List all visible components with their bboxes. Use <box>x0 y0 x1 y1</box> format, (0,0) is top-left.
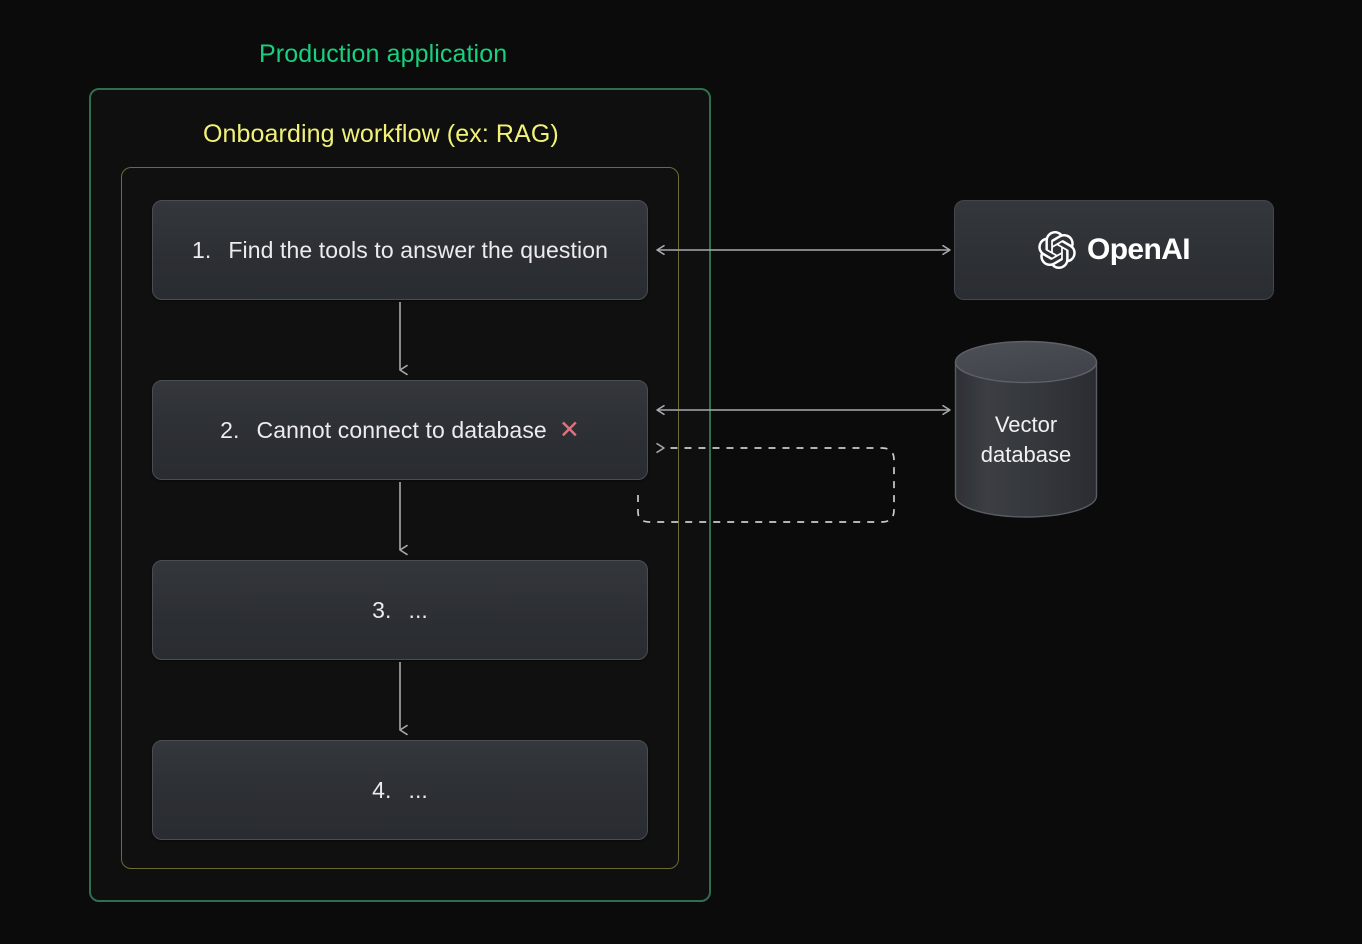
step-1-text: Find the tools to answer the question <box>228 236 608 263</box>
openai-service-card[interactable]: OpenAI <box>954 200 1274 300</box>
workflow-step-1[interactable]: 1. Find the tools to answer the question <box>152 200 648 300</box>
workflow-step-3-label: 3. ... <box>372 597 428 624</box>
step-4-text: ... <box>408 776 428 803</box>
database-cylinder-icon <box>954 340 1098 518</box>
workflow-step-1-label: 1. Find the tools to answer the question <box>192 237 608 264</box>
step-4-number: 4. <box>372 776 392 803</box>
step-3-text: ... <box>408 596 428 623</box>
workflow-step-4-label: 4. ... <box>372 777 428 804</box>
vector-database-label-line1: Vector <box>994 412 1058 437</box>
error-x-icon: ✕ <box>558 415 580 444</box>
workflow-step-2-label: 2. Cannot connect to database ✕ <box>220 417 580 444</box>
openai-logo-icon <box>1038 231 1076 269</box>
vector-database-label-line2: database <box>980 442 1072 467</box>
workflow-step-3[interactable]: 3. ... <box>152 560 648 660</box>
openai-wordmark-label: OpenAI <box>1086 233 1191 266</box>
production-application-title: Production application <box>259 40 508 68</box>
onboarding-workflow-title: Onboarding workflow (ex: RAG) <box>203 120 559 148</box>
workflow-step-2[interactable]: 2. Cannot connect to database ✕ <box>152 380 648 480</box>
workflow-step-4[interactable]: 4. ... <box>152 740 648 840</box>
vector-database-label: Vector database <box>954 410 1098 470</box>
step-1-number: 1. <box>192 236 212 263</box>
vector-database-node[interactable]: Vector database <box>954 340 1098 518</box>
step-2-text: Cannot connect to database <box>256 416 547 443</box>
step-3-number: 3. <box>372 596 392 623</box>
step-2-number: 2. <box>220 416 240 443</box>
